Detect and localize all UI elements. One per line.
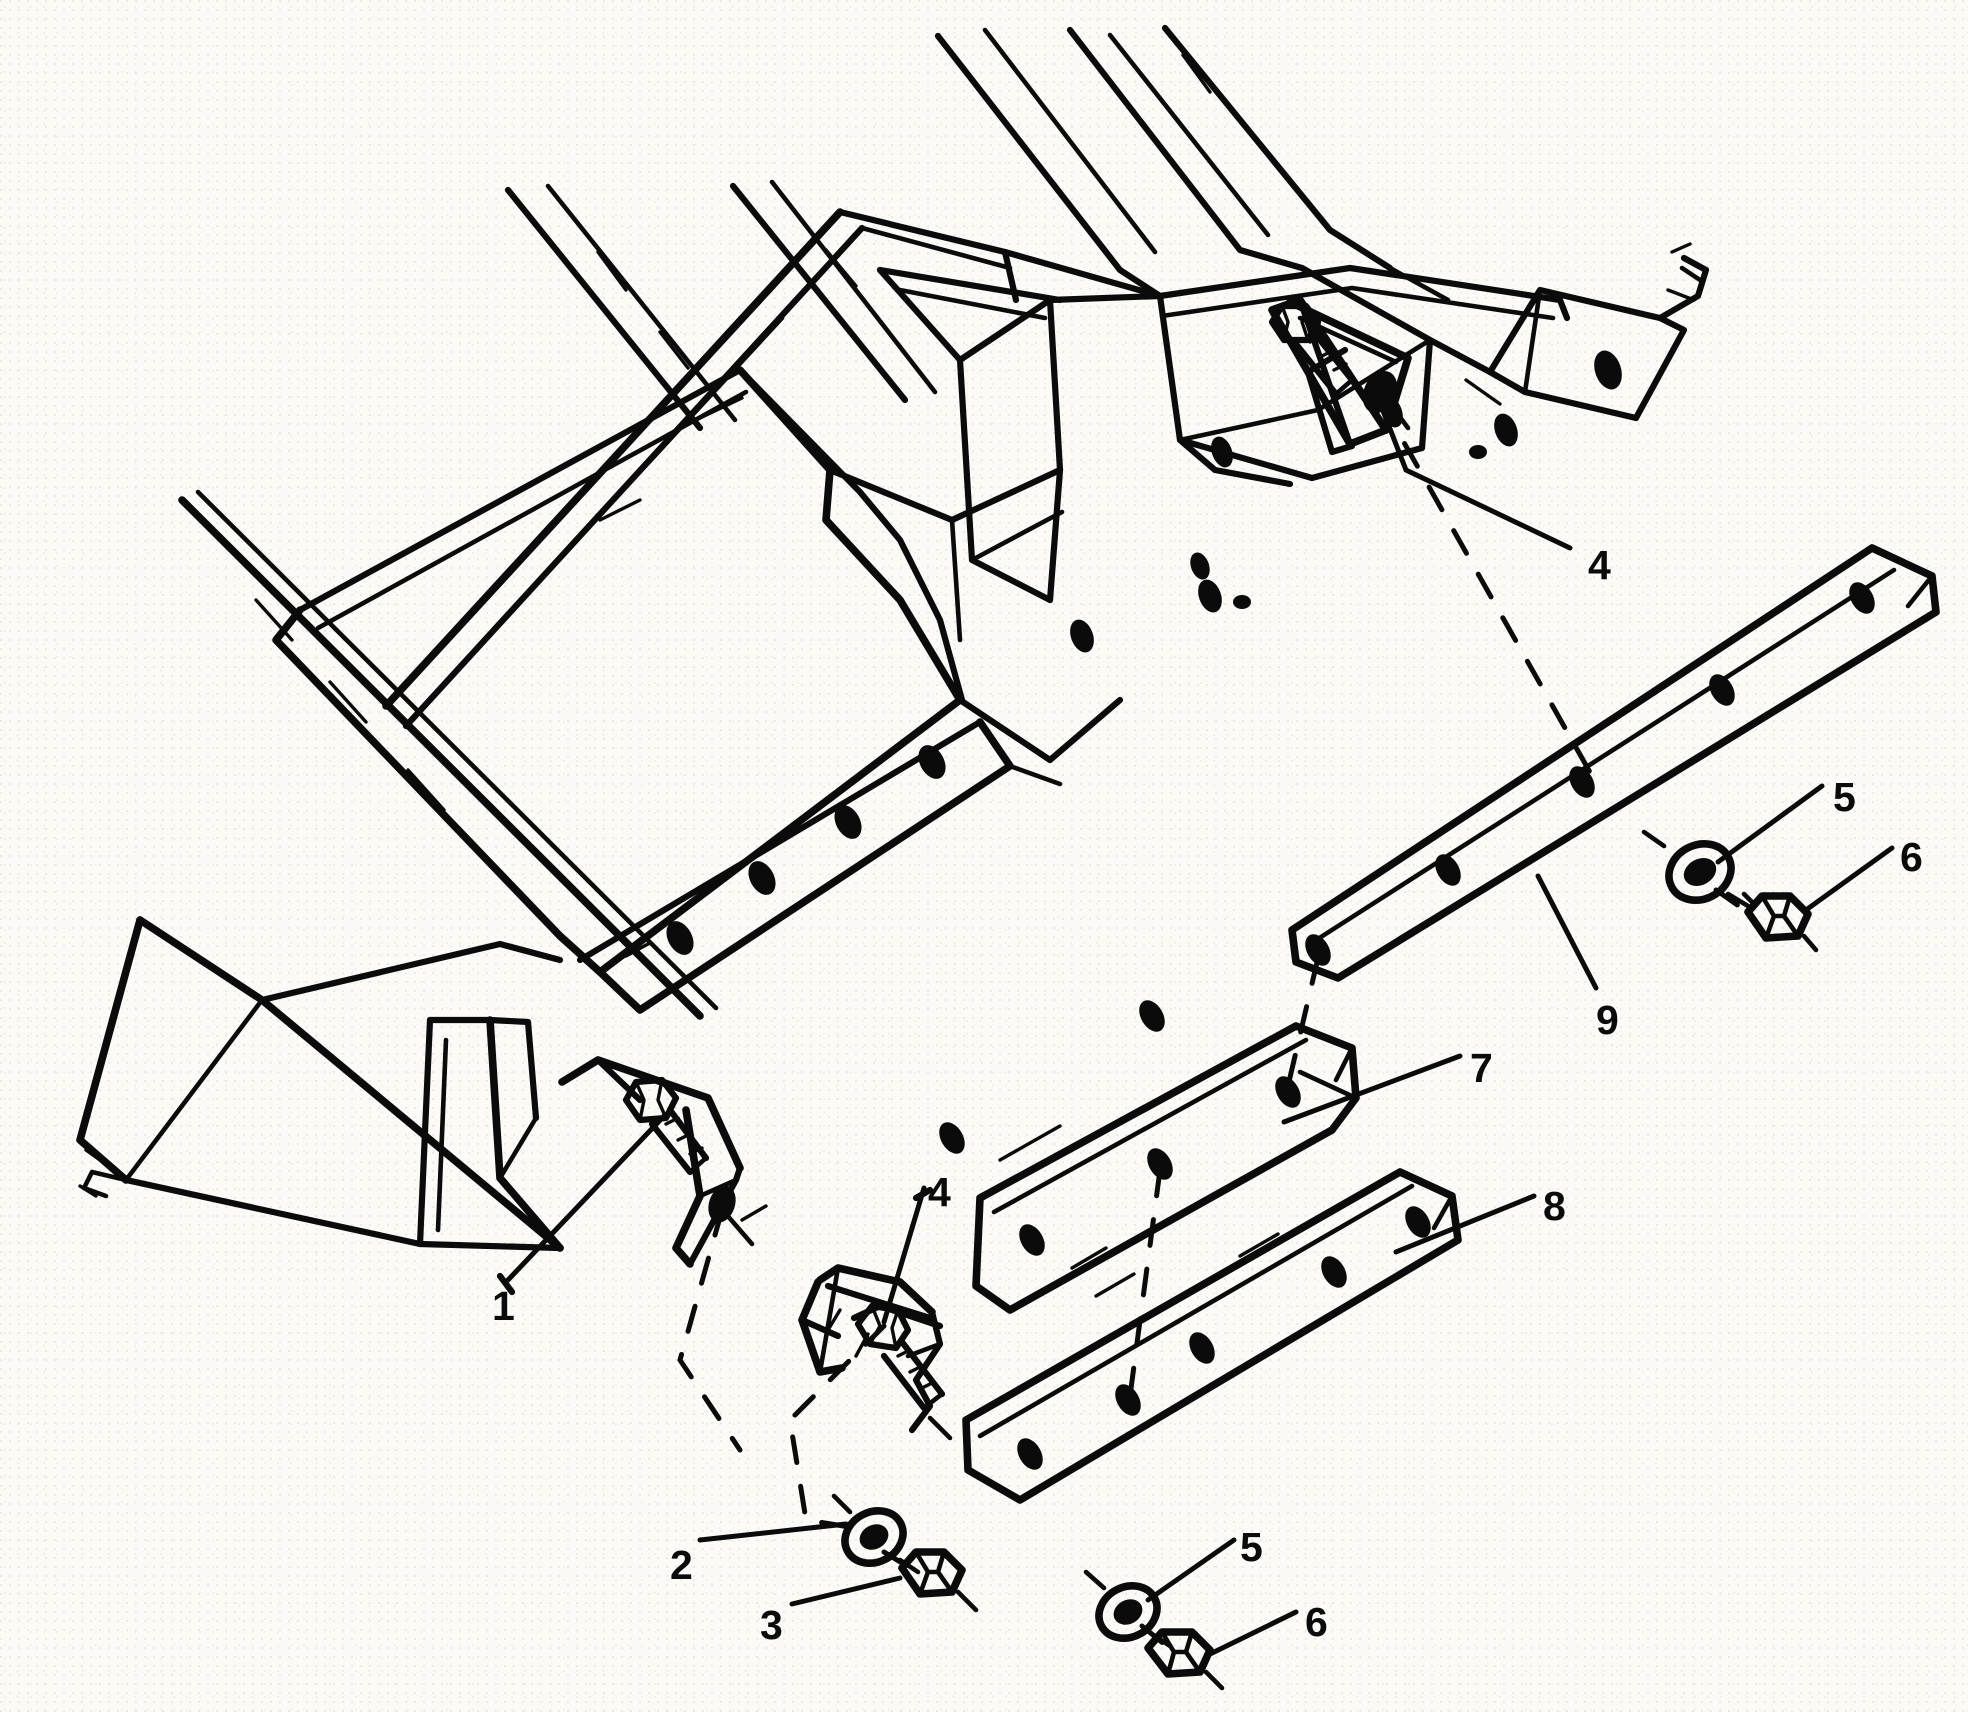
scraper-plate-lower bbox=[962, 1168, 1462, 1504]
callout-9: 9 bbox=[1596, 997, 1619, 1043]
lock-nut-lower-right bbox=[1144, 1628, 1225, 1691]
carriage-bolt-upper-right bbox=[1268, 302, 1356, 398]
mounting-bracket-lower-center bbox=[798, 1264, 944, 1434]
leader-lines bbox=[496, 395, 1895, 1659]
callout-4-upper: 4 bbox=[1588, 542, 1611, 588]
mounting-bracket-left bbox=[558, 1056, 768, 1268]
callout-3: 3 bbox=[760, 1602, 783, 1648]
scraper-wear-bar bbox=[1288, 544, 1940, 982]
callout-5-upper: 5 bbox=[1833, 774, 1856, 820]
left-deflector-panel bbox=[76, 916, 564, 1252]
lock-nut-lower-left bbox=[898, 1548, 979, 1613]
callout-5-lower: 5 bbox=[1240, 1524, 1263, 1570]
callout-1: 1 bbox=[492, 1283, 515, 1329]
callout-8: 8 bbox=[1543, 1183, 1566, 1229]
scraper-plate-upper bbox=[939, 1000, 1360, 1314]
callout-6-upper: 6 bbox=[1900, 834, 1923, 880]
lock-nut-upper-right bbox=[1741, 891, 1819, 953]
callout-7: 7 bbox=[1470, 1045, 1493, 1091]
callout-4-lower: 4 bbox=[928, 1169, 951, 1215]
assembly-alignment-lines bbox=[677, 397, 1759, 1647]
flat-washer-lower-left bbox=[831, 1493, 921, 1575]
chute-housing bbox=[178, 208, 1251, 1020]
callout-2: 2 bbox=[670, 1542, 693, 1588]
callout-6-lower: 6 bbox=[1305, 1599, 1328, 1645]
